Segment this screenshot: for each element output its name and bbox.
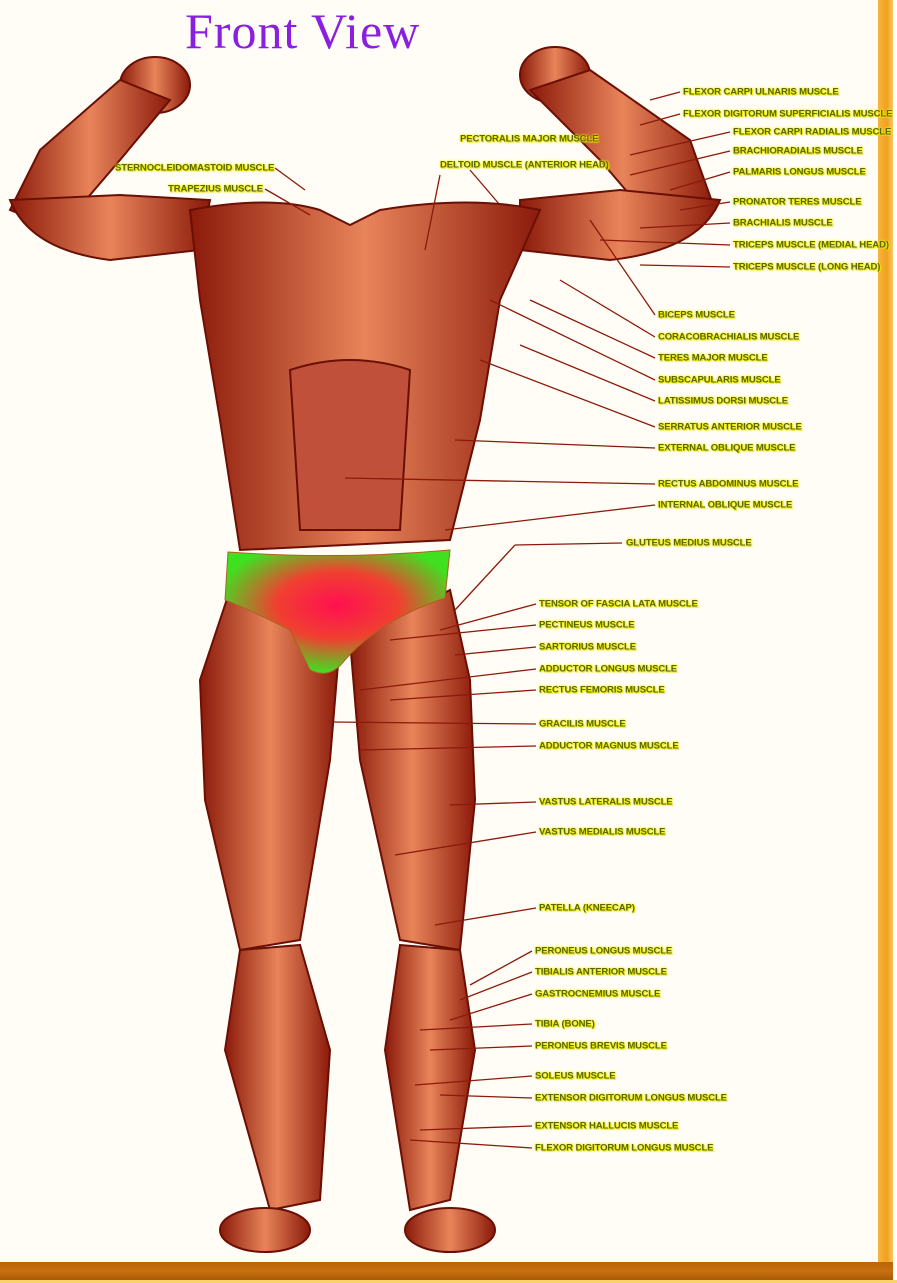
frame-bottom-edge — [0, 1280, 897, 1283]
briefs — [224, 549, 451, 674]
label-deltoid: DELTOID MUSCLE (ANTERIOR HEAD) — [440, 159, 609, 171]
label-gluteus-medius: GLUTEUS MEDIUS MUSCLE — [626, 537, 752, 549]
frame-right-border — [878, 0, 893, 1283]
label-palmaris-longus: PALMARIS LONGUS MUSCLE — [733, 166, 866, 178]
label-brachialis: BRACHIALIS MUSCLE — [733, 217, 833, 229]
label-sartorius: SARTORIUS MUSCLE — [539, 641, 636, 653]
label-extensor-hallucis: EXTENSOR HALLUCIS MUSCLE — [535, 1120, 679, 1132]
label-teres-major: TERES MAJOR MUSCLE — [658, 352, 768, 364]
label-subscapularis: SUBSCAPULARIS MUSCLE — [658, 374, 781, 386]
label-tensor-fascia-lata: TENSOR OF FASCIA LATA MUSCLE — [539, 598, 698, 610]
label-coracobrachialis: CORACOBRACHIALIS MUSCLE — [658, 331, 800, 343]
label-adductor-magnus: ADDUCTOR MAGNUS MUSCLE — [539, 740, 679, 752]
label-tibia: TIBIA (BONE) — [535, 1018, 595, 1030]
label-trapezius: TRAPEZIUS MUSCLE — [168, 183, 263, 195]
label-vastus-lateralis: VASTUS LATERALIS MUSCLE — [539, 796, 673, 808]
label-patella: PATELLA (KNEECAP) — [539, 902, 635, 914]
label-biceps: BICEPS MUSCLE — [658, 309, 735, 321]
label-tibialis-anterior: TIBIALIS ANTERIOR MUSCLE — [535, 966, 667, 978]
label-brachioradialis: BRACHIORADIALIS MUSCLE — [733, 145, 863, 157]
label-flexor-digitorum-longus: FLEXOR DIGITORUM LONGUS MUSCLE — [535, 1142, 714, 1154]
label-adductor-longus: ADDUCTOR LONGUS MUSCLE — [539, 663, 678, 675]
body — [8, 46, 722, 1253]
label-flexor-carpi-ulnaris: FLEXOR CARPI ULNARIS MUSCLE — [683, 86, 839, 98]
label-gastrocnemius: GASTROCNEMIUS MUSCLE — [535, 988, 661, 1000]
label-internal-oblique: INTERNAL OBLIQUE MUSCLE — [658, 499, 793, 511]
label-triceps-medial: TRICEPS MUSCLE (MEDIAL HEAD) — [733, 239, 889, 251]
label-peroneus-brevis: PERONEUS BREVIS MUSCLE — [535, 1040, 667, 1052]
label-triceps-long: TRICEPS MUSCLE (LONG HEAD) — [733, 261, 881, 273]
label-rectus-femoris: RECTUS FEMORIS MUSCLE — [539, 684, 665, 696]
label-extensor-digitorum-longus: EXTENSOR DIGITORUM LONGUS MUSCLE — [535, 1092, 727, 1104]
label-serratus-anterior: SERRATUS ANTERIOR MUSCLE — [658, 421, 802, 433]
label-sternocleidomastoid: STERNOCLEIDOMASTOID MUSCLE — [115, 162, 275, 174]
label-gracilis: GRACILIS MUSCLE — [539, 718, 626, 730]
label-flexor-digitorum-superficialis: FLEXOR DIGITORUM SUPERFICIALIS MUSCLE — [683, 108, 893, 120]
label-pectoralis-major: PECTORALIS MAJOR MUSCLE — [460, 133, 599, 145]
label-rectus-abdominus: RECTUS ABDOMINUS MUSCLE — [658, 478, 799, 490]
label-vastus-medialis: VASTUS MEDIALIS MUSCLE — [539, 826, 666, 838]
label-peroneus-longus: PERONEUS LONGUS MUSCLE — [535, 945, 673, 957]
frame-bottom-border — [0, 1262, 893, 1280]
label-external-oblique: EXTERNAL OBLIQUE MUSCLE — [658, 442, 796, 454]
label-soleus: SOLEUS MUSCLE — [535, 1070, 616, 1082]
label-latissimus-dorsi: LATISSIMUS DORSI MUSCLE — [658, 395, 788, 407]
label-pronator-teres: PRONATOR TERES MUSCLE — [733, 196, 862, 208]
leader-lines — [264, 91, 731, 1149]
label-pectineus: PECTINEUS MUSCLE — [539, 619, 635, 631]
frame-edge — [893, 0, 897, 1283]
page-title: Front View — [185, 3, 421, 59]
label-flexor-carpi-radialis: FLEXOR CARPI RADIALIS MUSCLE — [733, 126, 892, 138]
